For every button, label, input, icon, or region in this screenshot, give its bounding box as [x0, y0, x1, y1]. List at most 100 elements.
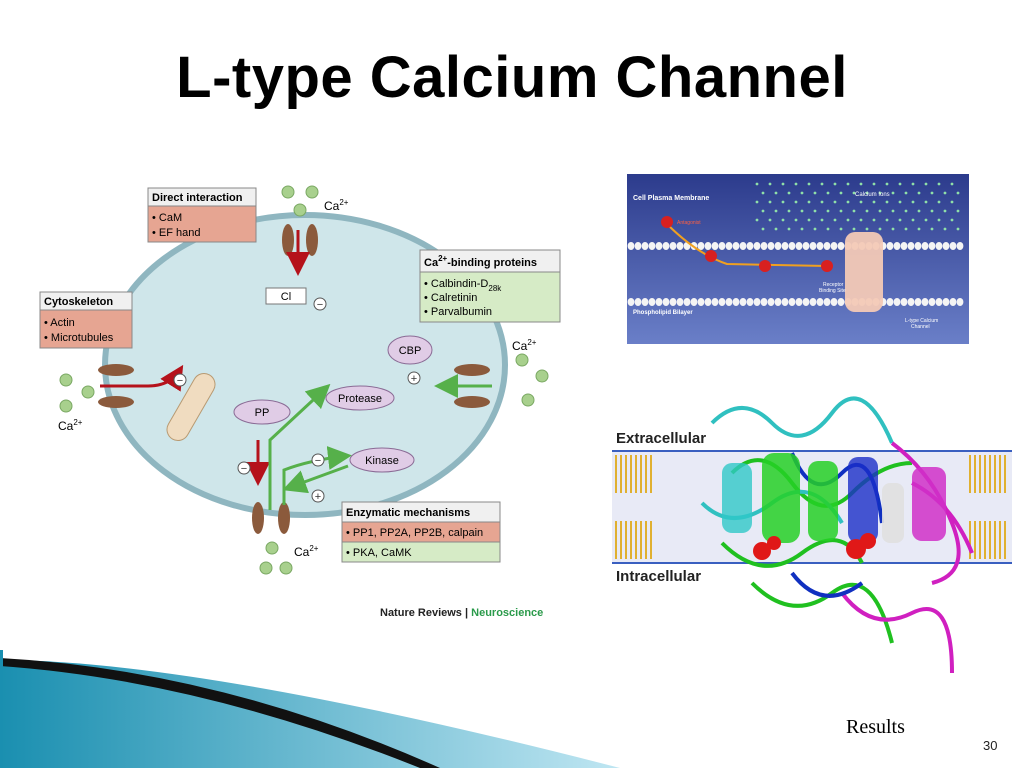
lipid-head [949, 242, 957, 250]
ion-dot [820, 200, 824, 204]
lipid-head [907, 242, 915, 250]
lipid-head [795, 298, 803, 306]
lipid-head [823, 298, 831, 306]
lipid-head [641, 242, 649, 250]
svg-text:• CaM: • CaM [152, 212, 182, 224]
lipid-head [746, 298, 754, 306]
ion-dot [794, 182, 798, 186]
lipid-head [921, 298, 929, 306]
svg-text:• Microtubules: • Microtubules [44, 332, 114, 344]
ion-dot [787, 209, 791, 213]
lipid-head [725, 242, 733, 250]
svg-text:Cytoskeleton: Cytoskeleton [44, 296, 113, 308]
ion-dot [781, 182, 785, 186]
bilayer-label: Phospholipid Bilayer [633, 310, 693, 316]
ion-dot [839, 191, 843, 195]
ion-dot [839, 227, 843, 231]
calcium-ions [59, 185, 549, 575]
ion-dot [813, 227, 817, 231]
ion-dot [852, 227, 856, 231]
lipid-head [928, 298, 936, 306]
ion-dot [852, 191, 856, 195]
lipid-head [690, 298, 698, 306]
ion-dot [904, 227, 908, 231]
ion-dot [807, 182, 811, 186]
ion-dot [774, 227, 778, 231]
lipid-head [816, 298, 824, 306]
lipid-head [781, 298, 789, 306]
channel-top [282, 224, 318, 256]
ion-dot [904, 209, 908, 213]
channel-bottom [252, 502, 290, 534]
ion-dot [891, 227, 895, 231]
ion-dot [956, 227, 960, 231]
ca-label-bottom: Ca2+ [294, 544, 319, 559]
ion-dot [924, 200, 928, 204]
svg-text:• Parvalbumin: • Parvalbumin [424, 306, 492, 318]
ion-dot [950, 218, 954, 222]
ion-dot [872, 200, 876, 204]
membrane-panel: Cell Plasma Membrane Calcium Ions Antago… [627, 174, 969, 344]
ca-label-top: Ca2+ [324, 198, 349, 213]
svg-text:Cl: Cl [281, 291, 291, 303]
ion-dot [807, 200, 811, 204]
lipid-head [655, 298, 663, 306]
pp-node: PP [233, 399, 291, 425]
ion-dot [826, 191, 830, 195]
lipid-head [893, 298, 901, 306]
ion-dot [807, 218, 811, 222]
cell-body [102, 212, 508, 518]
ion-dot [794, 200, 798, 204]
cbp-node: CBP [387, 335, 433, 365]
ion-dot [885, 182, 889, 186]
ion-dot [859, 182, 863, 186]
ion-dot [898, 182, 902, 186]
ion-dot [846, 218, 850, 222]
ca-label-left: Ca2+ [58, 418, 83, 433]
svg-text:CBP: CBP [399, 345, 422, 357]
svg-text:• PKA, CaMK: • PKA, CaMK [346, 547, 412, 559]
lipid-head [683, 298, 691, 306]
lipid-head [711, 298, 719, 306]
svg-text:• Calbindin-D28k: • Calbindin-D28k [424, 278, 502, 293]
lipid-head [830, 298, 838, 306]
lipid-head [753, 242, 761, 250]
lipid-head [928, 242, 936, 250]
lipid-head [662, 298, 670, 306]
ion-dot [755, 200, 759, 204]
ion-dot [774, 191, 778, 195]
ion-dot [950, 200, 954, 204]
ion-dot [911, 200, 915, 204]
kinase-node: Kinase [349, 447, 415, 473]
lipid-head [725, 298, 733, 306]
lipid-head [774, 298, 782, 306]
binding-proteins-box: Ca2+-binding proteins • Calbindin-D28k •… [419, 249, 561, 323]
ion-dot [800, 209, 804, 213]
ion-dot [924, 182, 928, 186]
lipid-head [935, 298, 943, 306]
ion-dot [781, 200, 785, 204]
ion-dot [943, 191, 947, 195]
regulation-signs: − − + − − + [173, 297, 421, 503]
ion-dot [872, 218, 876, 222]
ion-dot [930, 227, 934, 231]
lipid-head [774, 242, 782, 250]
lipid-head [662, 242, 670, 250]
ion-dot [904, 191, 908, 195]
lipid-head [746, 242, 754, 250]
ion-dot [839, 209, 843, 213]
lipid-head [697, 298, 705, 306]
ion-dot [787, 191, 791, 195]
lipid-head [942, 298, 950, 306]
ion-dot [833, 218, 837, 222]
channel-left [98, 364, 134, 408]
lipid-head [949, 298, 957, 306]
ion-dot [865, 191, 869, 195]
protease-node: Protease [325, 385, 395, 411]
svg-text:−: − [241, 463, 247, 475]
lipid-head [739, 298, 747, 306]
lipid-head [760, 242, 768, 250]
ion-dot [852, 209, 856, 213]
svg-text:• Actin: • Actin [44, 317, 75, 329]
antagonist-molecules [661, 216, 833, 272]
